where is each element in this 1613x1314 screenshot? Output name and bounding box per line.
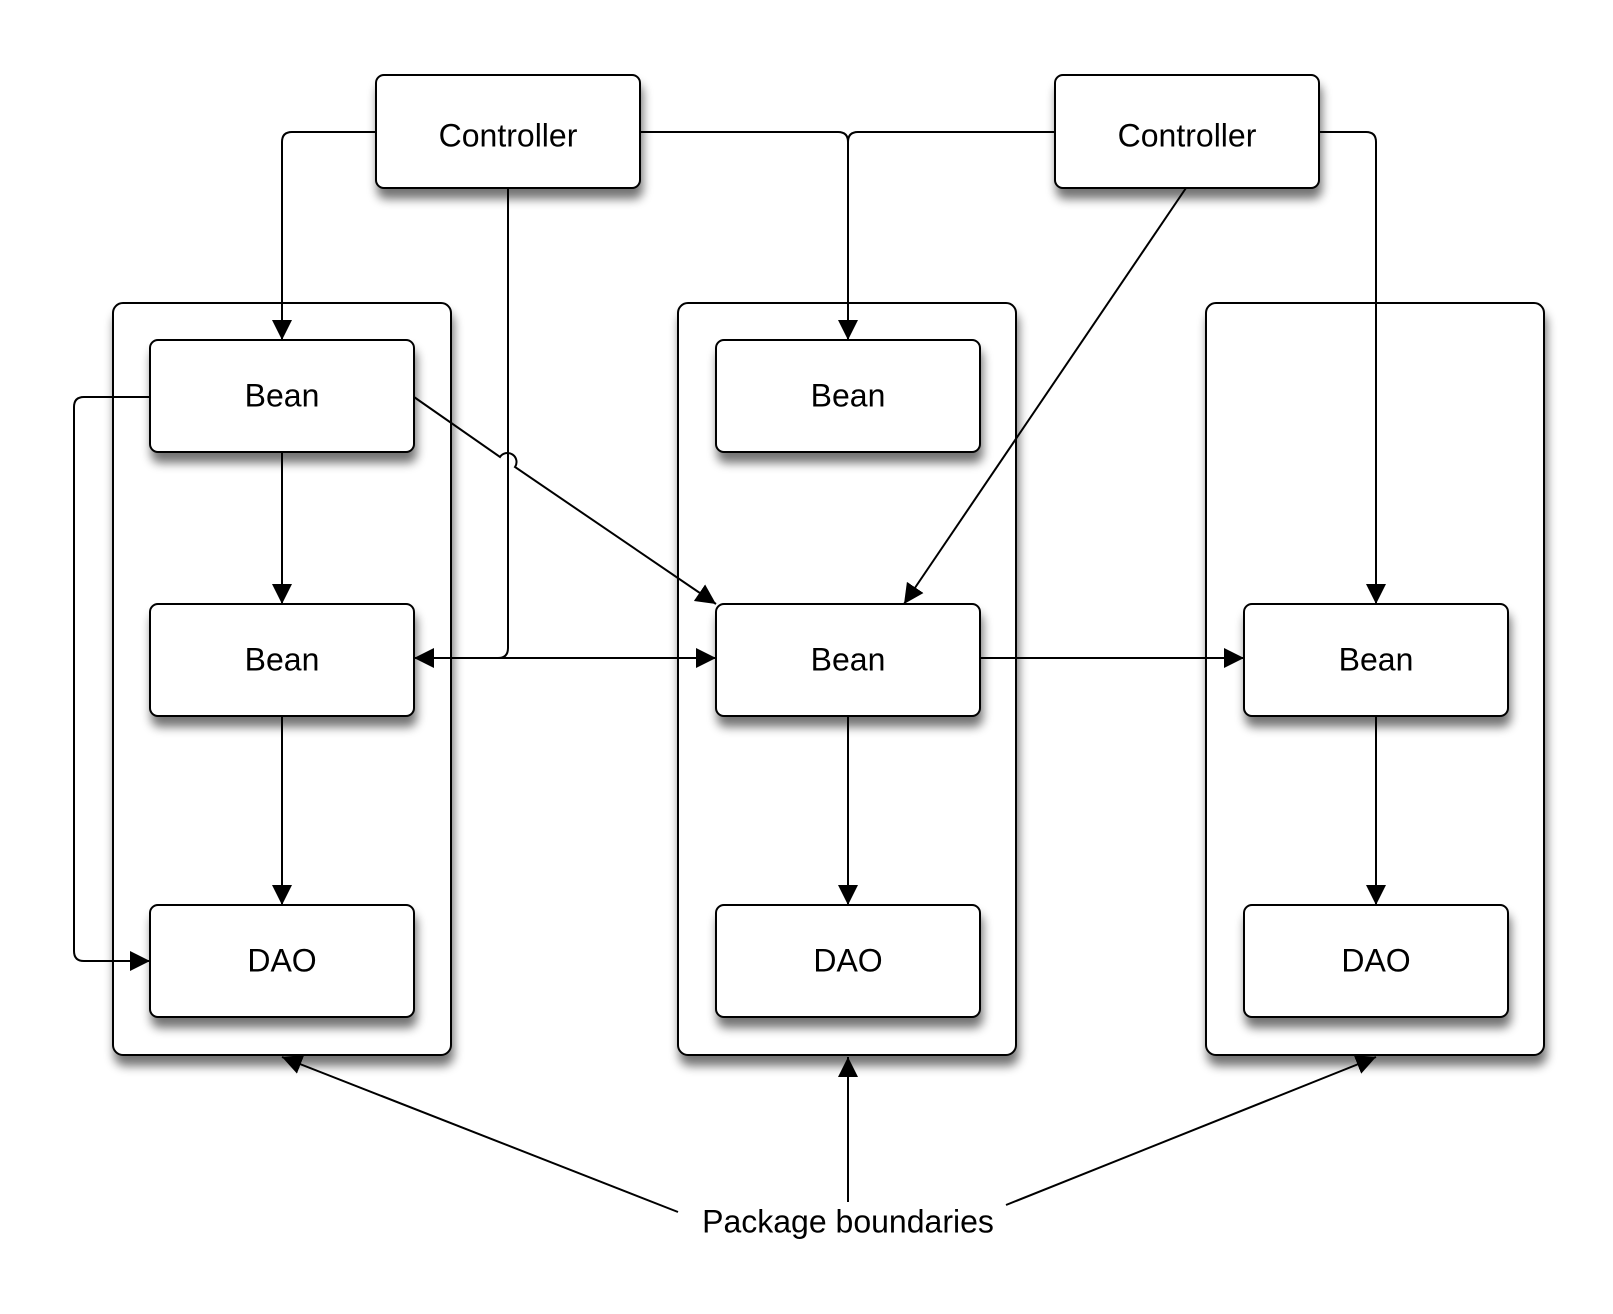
pkg3-dao-label: DAO	[1341, 942, 1410, 978]
pkg1-dao-label: DAO	[247, 942, 316, 978]
pkg2-dao-label: DAO	[813, 942, 882, 978]
pkg1-bean-top-node: Bean	[149, 339, 415, 453]
controller-label-right: Controller	[1118, 117, 1257, 153]
edge-controller2-to-pkg2-bean-top	[847, 131, 1055, 143]
edges	[73, 131, 1386, 1213]
pkg1-bean-top-label: Bean	[245, 377, 320, 413]
edge-caption-to-right-package	[1005, 1055, 1377, 1206]
pkg2-bean-mid-node: Bean	[715, 603, 981, 717]
edge-controller2-to-pkg3-bean-mid	[1319, 131, 1386, 604]
pkg1-bean-mid-label: Bean	[245, 641, 320, 677]
pkg2-bean-mid-label: Bean	[811, 641, 886, 677]
edge-pkg1-bean-top-to-dao	[73, 396, 150, 971]
pkg3-dao-node: DAO	[1243, 904, 1509, 1018]
pkg3-bean-mid-node: Bean	[1243, 603, 1509, 717]
controller-label-left: Controller	[439, 117, 578, 153]
pkg2-bean-top-label: Bean	[811, 377, 886, 413]
controller-node-left: Controller	[375, 74, 641, 189]
edge-controller1-to-pkg1-bean-top	[272, 131, 376, 340]
edge-pkg1-bean-top-to-pkg2-bean-mid	[413, 396, 717, 605]
pkg2-bean-top-node: Bean	[715, 339, 981, 453]
pkg1-dao-node: DAO	[149, 904, 415, 1018]
edge-controller2-to-pkg2-bean-mid	[903, 187, 1187, 605]
controller-node-right: Controller	[1054, 74, 1320, 189]
pkg2-dao-node: DAO	[715, 904, 981, 1018]
pkg1-bean-mid-node: Bean	[149, 603, 415, 717]
package-boundaries-caption: Package boundaries	[702, 1203, 994, 1239]
pkg3-bean-mid-label: Bean	[1339, 641, 1414, 677]
edge-caption-to-left-package	[281, 1054, 679, 1213]
